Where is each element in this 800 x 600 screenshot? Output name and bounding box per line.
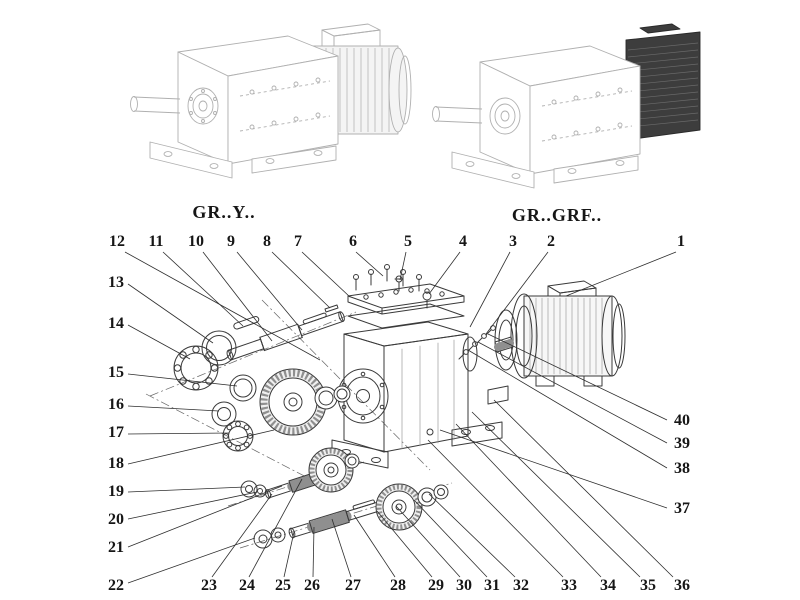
leader-line-10 bbox=[202, 251, 273, 342]
gear-first-stage bbox=[259, 368, 351, 436]
leader-line-2 bbox=[485, 251, 549, 335]
leader-line-6 bbox=[355, 251, 384, 277]
callout-number-23: 23 bbox=[201, 577, 217, 594]
leader-line-37 bbox=[439, 429, 668, 509]
callout-number-14: 14 bbox=[108, 315, 124, 332]
leader-line-1 bbox=[565, 251, 677, 297]
illustration-gr-y bbox=[130, 23, 412, 179]
leader-line-25 bbox=[283, 531, 295, 578]
leader-line-18 bbox=[127, 429, 275, 465]
leader-line-23 bbox=[211, 493, 273, 578]
leader-line-21 bbox=[127, 485, 283, 548]
callout-number-8: 8 bbox=[263, 233, 271, 250]
callout-number-32: 32 bbox=[513, 577, 529, 594]
motor-flange-fasteners bbox=[458, 309, 518, 371]
leader-line-36 bbox=[493, 399, 674, 578]
leader-line-19 bbox=[127, 486, 246, 493]
callout-number-21: 21 bbox=[108, 539, 124, 556]
leader-line-22 bbox=[127, 537, 256, 584]
illustration-gr-grf bbox=[432, 23, 701, 189]
leader-line-33 bbox=[427, 439, 564, 578]
leader-line-35 bbox=[471, 411, 641, 578]
leader-line-40 bbox=[487, 333, 668, 421]
leader-line-38 bbox=[467, 349, 668, 469]
callout-number-18: 18 bbox=[108, 455, 124, 472]
input-shaft-assembly bbox=[253, 498, 393, 549]
leader-line-31 bbox=[413, 499, 488, 578]
callout-number-31: 31 bbox=[484, 577, 500, 594]
callout-number-24: 24 bbox=[239, 577, 255, 594]
leader-line-16 bbox=[127, 405, 220, 412]
callout-number-37: 37 bbox=[674, 500, 690, 517]
leader-line-3 bbox=[469, 251, 511, 328]
callout-number-5: 5 bbox=[404, 233, 412, 250]
leader-line-4 bbox=[428, 251, 461, 295]
leader-line-34 bbox=[455, 423, 602, 578]
callout-number-34: 34 bbox=[600, 577, 616, 594]
callout-number-19: 19 bbox=[108, 483, 124, 500]
callout-number-22: 22 bbox=[108, 577, 124, 594]
callout-number-6: 6 bbox=[349, 233, 357, 250]
output-bearings-seals bbox=[173, 330, 257, 452]
callout-number-38: 38 bbox=[674, 460, 690, 477]
leader-line-30 bbox=[395, 505, 461, 578]
callout-number-17: 17 bbox=[108, 424, 124, 441]
leader-line-24 bbox=[248, 478, 303, 578]
callout-number-25: 25 bbox=[275, 577, 291, 594]
leader-line-26 bbox=[312, 526, 315, 578]
callout-number-15: 15 bbox=[108, 364, 124, 381]
callout-number-39: 39 bbox=[674, 435, 690, 452]
callout-number-28: 28 bbox=[390, 577, 406, 594]
callout-number-20: 20 bbox=[108, 511, 124, 528]
callout-number-36: 36 bbox=[674, 577, 690, 594]
callout-number-11: 11 bbox=[148, 233, 163, 250]
callout-number-26: 26 bbox=[304, 577, 320, 594]
gear-input-stage bbox=[375, 483, 449, 531]
gearbox-housing bbox=[331, 321, 509, 469]
leader-line-17 bbox=[127, 432, 230, 435]
leader-line-12 bbox=[124, 251, 321, 361]
leader-line-32 bbox=[428, 493, 516, 578]
callout-number-2: 2 bbox=[547, 233, 555, 250]
callout-number-10: 10 bbox=[188, 233, 204, 250]
leader-line-29 bbox=[376, 510, 433, 578]
variant-label-gr-y: GR..Y.. bbox=[192, 202, 255, 222]
leader-line-20 bbox=[127, 491, 258, 520]
output-shaft bbox=[226, 311, 345, 361]
callout-number-40: 40 bbox=[674, 412, 690, 429]
gear-second-stage bbox=[308, 447, 360, 493]
leader-line-8 bbox=[271, 251, 331, 309]
leader-line-27 bbox=[331, 518, 352, 578]
callout-number-3: 3 bbox=[509, 233, 517, 250]
callout-number-27: 27 bbox=[345, 577, 361, 594]
callout-number-12: 12 bbox=[109, 233, 125, 250]
callout-number-33: 33 bbox=[561, 577, 577, 594]
leader-line-14 bbox=[127, 324, 191, 360]
callout-number-13: 13 bbox=[108, 274, 124, 291]
callout-number-30: 30 bbox=[456, 577, 472, 594]
leader-line-7 bbox=[301, 251, 351, 298]
motor bbox=[494, 280, 626, 387]
callout-number-35: 35 bbox=[640, 577, 656, 594]
leader-line-39 bbox=[477, 341, 668, 444]
leader-line-15 bbox=[127, 373, 238, 387]
housing-cover-and-bolts bbox=[324, 264, 465, 329]
callout-number-1: 1 bbox=[677, 233, 685, 250]
callout-number-16: 16 bbox=[108, 396, 124, 413]
leader-line-28 bbox=[353, 514, 396, 578]
variant-label-gr-grf: GR..GRF.. bbox=[512, 205, 602, 225]
leader-line-9 bbox=[236, 251, 303, 331]
leader-line-13 bbox=[127, 283, 214, 344]
callout-number-29: 29 bbox=[428, 577, 444, 594]
leader-line-5 bbox=[399, 251, 407, 281]
leader-lines bbox=[124, 251, 677, 584]
callout-number-7: 7 bbox=[294, 233, 302, 250]
callout-number-9: 9 bbox=[227, 233, 235, 250]
leader-line-11 bbox=[162, 251, 244, 327]
callout-number-4: 4 bbox=[459, 233, 467, 250]
